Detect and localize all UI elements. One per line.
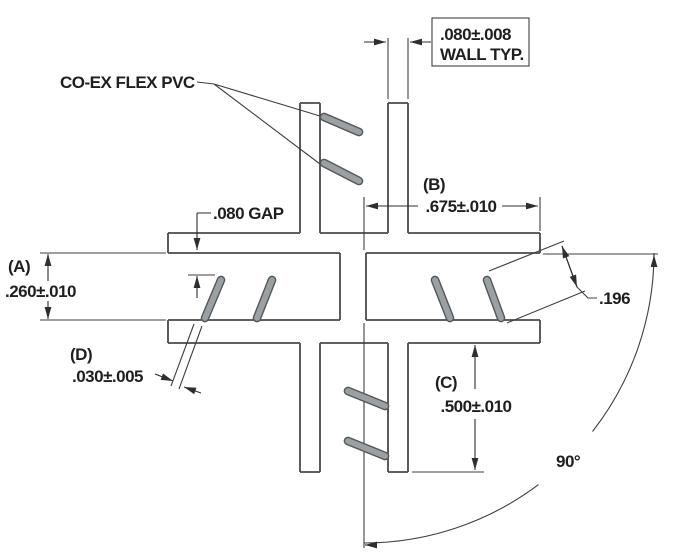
fin-bottom-arm-1 [343, 386, 390, 411]
angle-arc-upper [592, 252, 655, 432]
fin-left-arm-1 [200, 275, 226, 323]
fin-bottom-arm-2 [343, 436, 390, 461]
dim-c-ref: (C) [435, 373, 457, 392]
material-note-label: CO-EX FLEX PVC [60, 73, 195, 92]
vertical-tube-outline [299, 102, 409, 473]
wall-callout-line2: WALL TYP. [440, 45, 524, 64]
dim-a-ref: (A) [8, 257, 30, 276]
flex-fins [200, 112, 506, 461]
fin-length-ext-2 [506, 290, 586, 324]
dim-b: (B) .675±.010 [363, 175, 541, 250]
fin-right-arm-2 [482, 275, 506, 323]
dim-gap: .080 GAP [188, 204, 284, 298]
material-leader-fin2 [213, 83, 321, 165]
material-leader-fin1 [213, 83, 321, 117]
fin-length-arrow-down [561, 245, 578, 288]
dim-d-ext-line-2 [178, 325, 203, 390]
dim-d: (D) .030±.005 [70, 323, 203, 395]
dim-b-value: .675±.010 [425, 197, 496, 216]
fin-right-arm-1 [430, 275, 455, 323]
dim-d-arrow-left [154, 373, 174, 382]
dim-d-ref: (D) [70, 345, 92, 364]
dim-fin-length: .196 [488, 240, 631, 324]
dim-b-ref: (B) [423, 175, 445, 194]
wall-callout-box [431, 17, 530, 67]
material-note: CO-EX FLEX PVC [60, 73, 321, 165]
fin-left-arm-2 [252, 275, 277, 323]
horizontal-tube-outline [167, 232, 541, 344]
dim-wall-callout: .080±.008 WALL TYP. [364, 17, 530, 99]
angle-arc-lower [363, 484, 539, 544]
dim-c-value: .500±.010 [440, 397, 511, 416]
fin-length-leader [576, 286, 597, 299]
fin-length-ext-1 [488, 240, 565, 272]
fin-top-arm-1 [319, 112, 364, 137]
fin-length-value: .196 [599, 289, 630, 308]
dim-d-value: .030±.005 [72, 367, 143, 386]
wall-callout-line1: .080±.008 [440, 25, 511, 44]
gap-label: .080 GAP [213, 204, 284, 223]
angle-value: 90° [556, 452, 581, 471]
dim-a-value: .260±.010 [5, 282, 76, 301]
dim-c: (C) .500±.010 [412, 345, 512, 473]
fin-top-arm-2 [319, 158, 364, 186]
profile-outline [167, 102, 541, 473]
dim-a: (A) .260±.010 [5, 252, 166, 321]
dim-d-ext-line-1 [170, 323, 195, 387]
material-leader-stub [196, 81, 215, 85]
dim-d-arrow-right [183, 386, 202, 395]
